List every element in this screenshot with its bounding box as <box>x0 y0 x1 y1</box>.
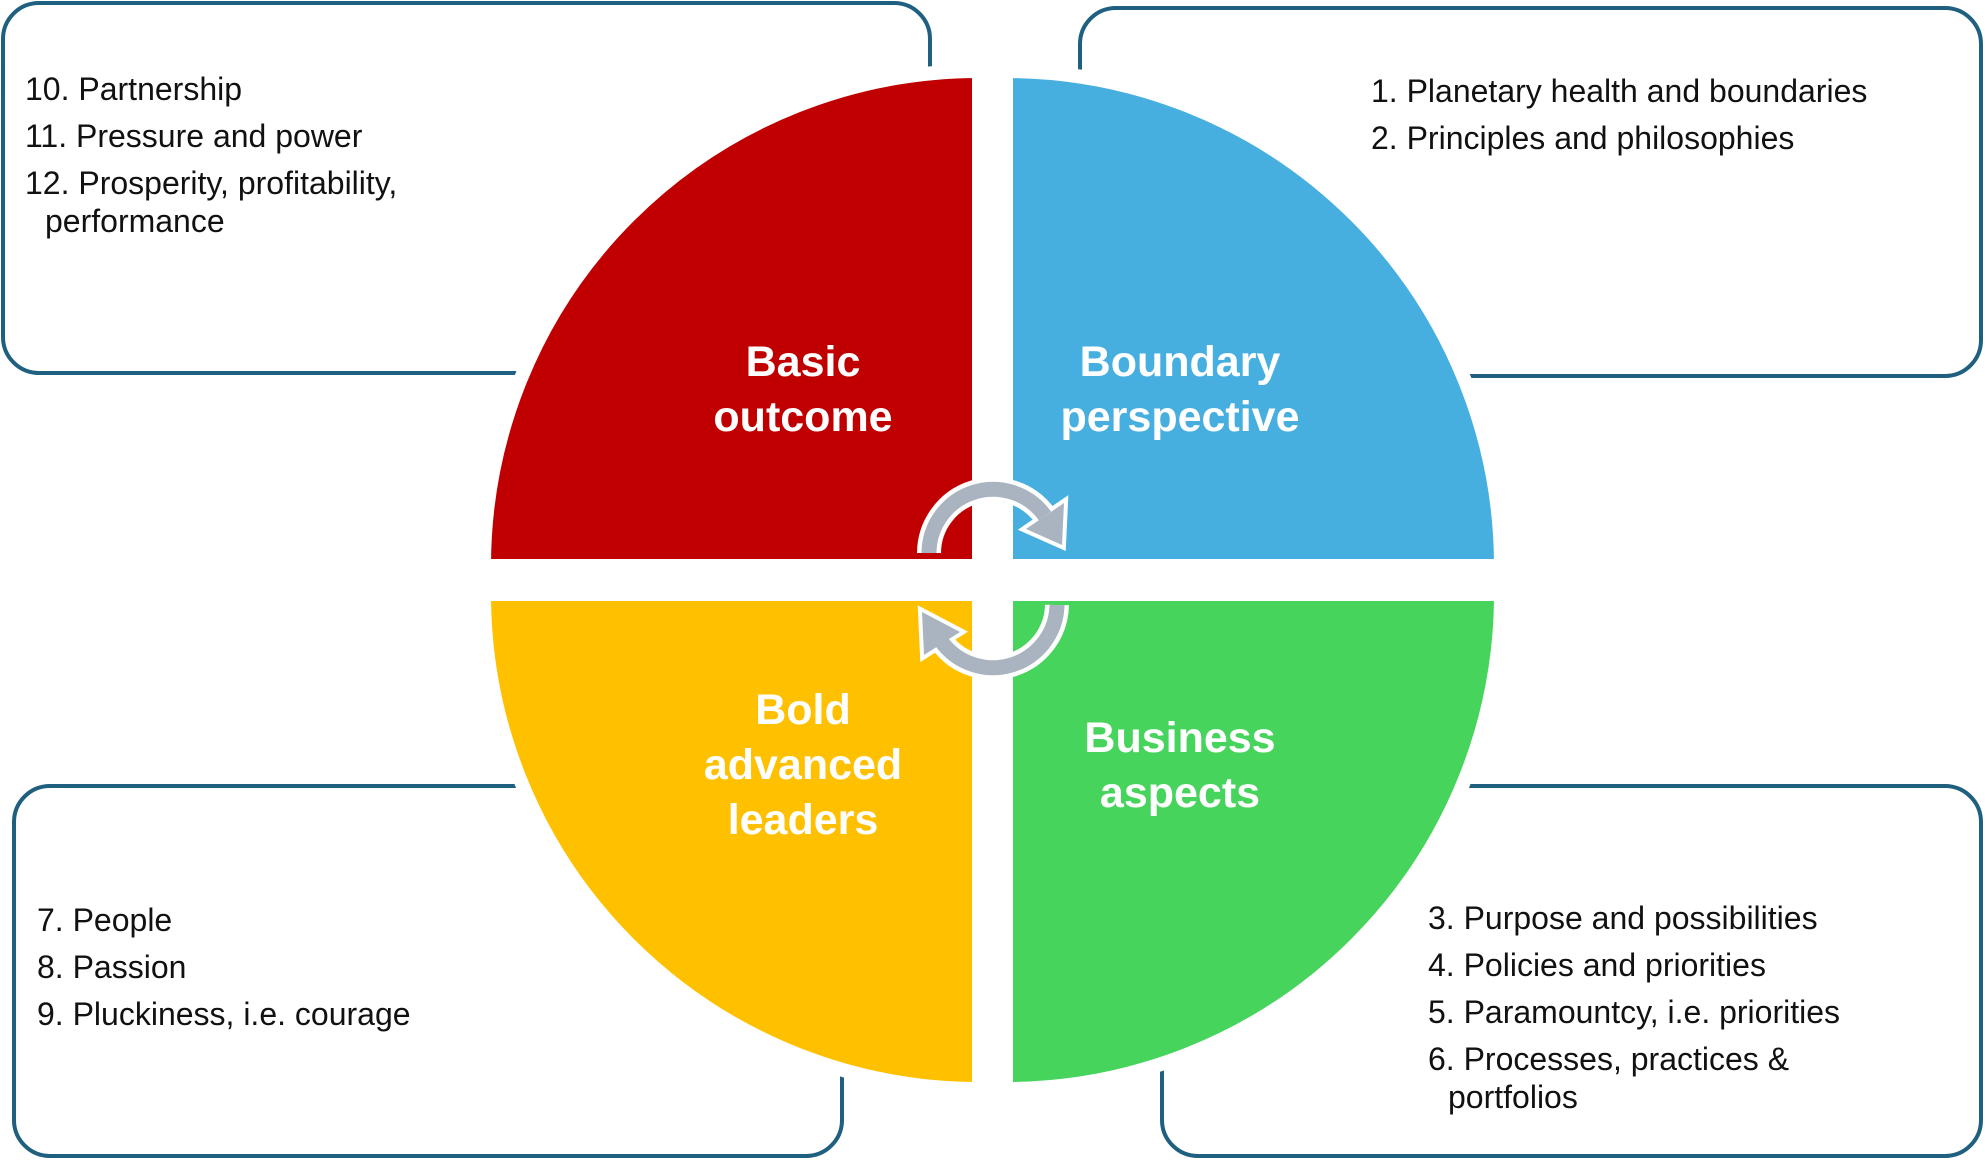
label-line: leaders <box>727 796 879 844</box>
label-line: outcome <box>713 393 893 441</box>
label-line: Bold <box>755 686 851 734</box>
label-line: Boundary <box>1079 338 1281 386</box>
list-item: 6. Processes, practices & <box>1428 1041 1790 1077</box>
label-business-aspects: Business aspects <box>1030 711 1330 821</box>
quadrant-basic-outcome <box>476 63 986 573</box>
label-boundary-perspective: Boundary perspective <box>1030 335 1330 445</box>
quadrant-bold-advanced-leaders <box>476 587 986 1097</box>
quadrant-business-aspects <box>999 587 1509 1097</box>
list-item: 1. Planetary health and boundaries <box>1371 73 1868 109</box>
list-item: 3. Purpose and possibilities <box>1428 900 1818 936</box>
list-top-left: 10. Partnership 11. Pressure and power 1… <box>25 66 397 241</box>
list-item: 8. Passion <box>37 949 187 985</box>
list-bottom-left: 7. People 8. Passion 9. Pluckiness, i.e.… <box>37 897 411 1038</box>
label-bold-advanced-leaders: Bold advanced leaders <box>653 683 953 848</box>
label-line: advanced <box>703 741 903 789</box>
list-item: 7. People <box>37 902 173 938</box>
label-line: aspects <box>1099 769 1261 817</box>
list-item: 11. Pressure and power <box>25 118 363 154</box>
list-item: 5. Paramountcy, i.e. priorities <box>1428 994 1841 1030</box>
list-top-right: 1. Planetary health and boundaries 2. Pr… <box>1371 68 1867 162</box>
list-item: 12. Prosperity, profitability, <box>25 165 398 201</box>
list-item: 4. Policies and priorities <box>1428 947 1766 983</box>
label-basic-outcome: Basic outcome <box>653 335 953 445</box>
cycle-arrow-bottom-icon <box>917 604 1069 680</box>
list-item: 9. Pluckiness, i.e. courage <box>37 996 411 1032</box>
quadrant-boundary-perspective <box>999 63 1509 573</box>
list-item-continuation: portfolios <box>1448 1079 1578 1115</box>
list-item-continuation: performance <box>45 203 225 239</box>
list-item: 2. Principles and philosophies <box>1371 120 1795 156</box>
cycle-arrow-top-icon <box>917 477 1069 554</box>
list-bottom-right: 3. Purpose and possibilities 4. Policies… <box>1428 895 1840 1117</box>
label-line: Basic <box>745 338 861 386</box>
label-line: Business <box>1084 714 1276 762</box>
label-line: perspective <box>1060 393 1300 441</box>
list-item: 10. Partnership <box>25 71 243 107</box>
